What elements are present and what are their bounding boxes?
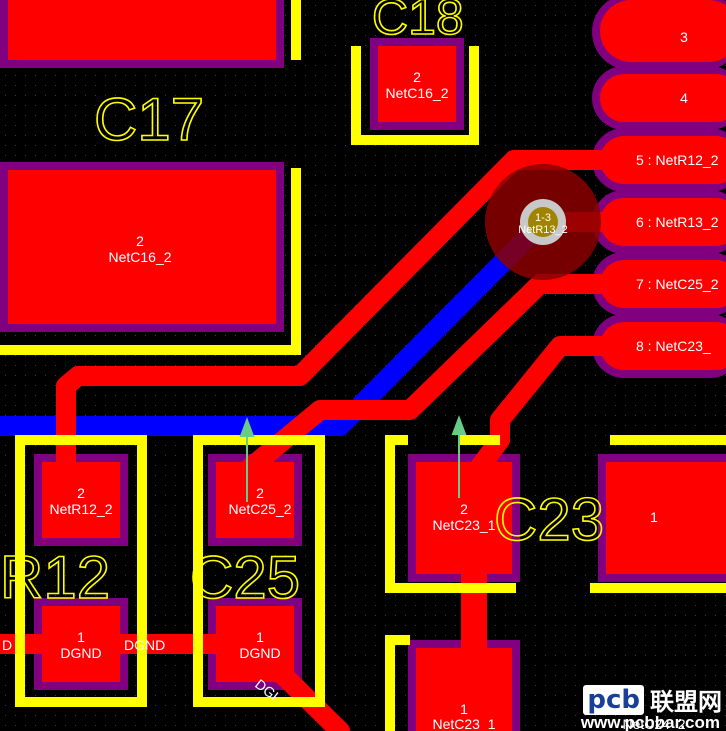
pad-number: 2 <box>77 485 85 501</box>
via-netr13[interactable]: 1-3 NetR13_2 <box>485 164 601 280</box>
track-netc25[interactable] <box>240 274 650 478</box>
track-label: DGND <box>124 637 165 653</box>
pad-net: NetC16_2 <box>108 249 171 265</box>
pad-net: NetC23_1 <box>432 517 495 533</box>
pad-number: 2 <box>136 233 144 249</box>
pad-net: NetC25_2 <box>228 501 291 517</box>
designator-c23: C23 <box>494 486 604 553</box>
pad-c23-1[interactable] <box>606 462 726 574</box>
ic-pin-label: 8 : NetC23_ <box>636 338 711 354</box>
arrow-up-icon <box>451 415 467 435</box>
pad-net: DGND <box>239 645 280 661</box>
pad-number: 1 <box>256 629 264 645</box>
track-netr12[interactable] <box>56 150 650 475</box>
pad-number: 1 <box>77 629 85 645</box>
pad-number: 2 <box>413 69 421 85</box>
ratsnest-arrows <box>239 415 467 502</box>
ic-pin-label: 6 : NetR13_2 <box>636 214 719 230</box>
pad-c17-1[interactable] <box>8 0 276 60</box>
bottom-track-netr13[interactable] <box>0 214 551 436</box>
pad-c25-1[interactable] <box>216 606 294 682</box>
pads-layer[interactable] <box>8 0 726 731</box>
ic-pin-4-pad[interactable] <box>600 74 726 122</box>
track-label: D <box>2 637 12 653</box>
track-netc23[interactable] <box>460 336 650 490</box>
watermark-mark: pcb <box>583 684 644 715</box>
watermark-logo: pcb 联盟网 <box>583 682 722 717</box>
arrow-up-icon <box>239 417 255 437</box>
pad-c25-2[interactable] <box>216 462 294 538</box>
pad-r12-1[interactable] <box>42 606 120 682</box>
ic-pin-6-pad[interactable] <box>600 198 726 246</box>
via-label-layers: 1-3 <box>535 212 551 224</box>
designator-c17: C17 <box>94 86 204 153</box>
via-label-net: NetR13_2 <box>518 224 568 236</box>
ic-pin-label: 7 : NetC25_2 <box>636 276 719 292</box>
pad-number: 2 <box>256 485 264 501</box>
designator-c18: C18 <box>372 0 464 45</box>
pad-net: NetR12_2 <box>49 501 112 517</box>
ic-pin-7-pad[interactable] <box>600 260 726 308</box>
ic-pin-3-pad[interactable] <box>600 0 726 62</box>
ic-pin-8-pad[interactable] <box>600 322 726 370</box>
pad-net: DGND <box>60 645 101 661</box>
ic-pin-label: 3 <box>680 29 688 45</box>
watermark-cn: 联盟网 <box>650 688 722 716</box>
pad-net: NetC24_2 <box>622 716 685 731</box>
pad-c23-2[interactable] <box>416 462 512 574</box>
ic-pin-label: 5 : NetR12_2 <box>636 152 719 168</box>
designator-c25: C25 <box>190 544 300 611</box>
watermark-url: www.pcbbar.com <box>580 713 720 731</box>
ic-pin-label: 4 <box>680 90 688 106</box>
pad-net: NetC16_2 <box>385 85 448 101</box>
pad-c18-2[interactable] <box>378 46 456 122</box>
pad-c24-1[interactable] <box>416 648 512 731</box>
pad-number: 2 <box>460 501 468 517</box>
pad-r12-2[interactable] <box>42 462 120 538</box>
pad-number: 1 <box>460 701 468 717</box>
pad-net: NetC23_1 <box>432 716 495 731</box>
pad-c17-2[interactable] <box>8 170 276 324</box>
designator-r12: R12 <box>0 544 110 611</box>
ic-pin-5-pad[interactable] <box>600 136 726 184</box>
pad-number: 1 <box>650 509 658 525</box>
